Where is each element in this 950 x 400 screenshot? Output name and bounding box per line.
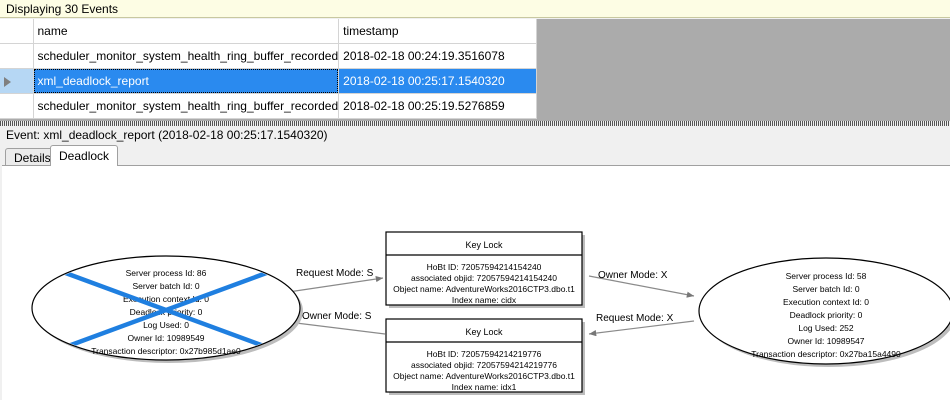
keylock-top-title: Key Lock bbox=[465, 240, 503, 250]
process-victim-line-2: Execution context Id: 0 bbox=[123, 294, 209, 304]
process-victim-line-1: Server batch Id: 0 bbox=[132, 281, 199, 291]
process-survivor-line-3: Deadlock priority: 0 bbox=[790, 310, 863, 320]
event-detail-label: Event: xml_deadlock_report (2018-02-18 0… bbox=[6, 128, 328, 142]
edge-owner-x-label: Owner Mode: X bbox=[598, 270, 668, 281]
events-table: name timestamp scheduler_monitor_system_… bbox=[0, 19, 538, 119]
header-timestamp[interactable]: timestamp bbox=[338, 19, 538, 44]
keylock-top-line-2: Object name: AdventureWorks2016CTP3.dbo.… bbox=[393, 284, 575, 294]
process-survivor-line-0: Server process Id: 58 bbox=[786, 271, 867, 281]
process-survivor-line-1: Server batch Id: 0 bbox=[792, 284, 859, 294]
keylock-bottom-title: Key Lock bbox=[465, 327, 503, 337]
keylock-top-node[interactable]: Key Lock HoBt ID: 72057594214154240 asso… bbox=[385, 231, 585, 308]
edge-request-x: Request Mode: X bbox=[588, 313, 695, 337]
process-survivor-line-2: Execution context Id: 0 bbox=[783, 297, 869, 307]
process-survivor-line-5: Owner Id: 10989547 bbox=[787, 336, 864, 346]
keylock-bottom-node[interactable]: Key Lock HoBt ID: 72057594214219776 asso… bbox=[385, 318, 585, 395]
row-arrow-icon bbox=[4, 76, 11, 87]
table-header-row: name timestamp bbox=[0, 19, 538, 44]
events-grid[interactable]: name timestamp scheduler_monitor_system_… bbox=[0, 19, 950, 121]
header-selector-cell bbox=[0, 19, 34, 44]
row-selector[interactable] bbox=[0, 43, 34, 69]
events-count-label: Displaying 30 Events bbox=[6, 2, 119, 16]
cell-name[interactable]: scheduler_monitor_system_health_ring_buf… bbox=[33, 43, 340, 69]
edge-request-x-label: Request Mode: X bbox=[596, 313, 674, 324]
process-survivor-line-4: Log Used: 252 bbox=[798, 323, 854, 333]
keylock-bottom-line-0: HoBt ID: 72057594214219776 bbox=[427, 349, 542, 359]
horizontal-splitter[interactable] bbox=[0, 121, 950, 126]
keylock-top-line-3: Index name: cidx bbox=[452, 295, 517, 305]
cell-timestamp[interactable]: 2018-02-18 00:25:17.1540320 bbox=[338, 68, 538, 94]
keylock-bottom-line-3: Index name: idx1 bbox=[452, 382, 517, 392]
table-row[interactable]: scheduler_monitor_system_health_ring_buf… bbox=[0, 93, 538, 119]
table-row[interactable]: scheduler_monitor_system_health_ring_buf… bbox=[0, 43, 538, 69]
header-name[interactable]: name bbox=[33, 19, 340, 44]
table-row[interactable]: xml_deadlock_report 2018-02-18 00:25:17.… bbox=[0, 68, 538, 94]
process-victim-line-5: Owner Id: 10989549 bbox=[127, 333, 204, 343]
victim-cross-icon bbox=[51, 265, 281, 355]
cell-timestamp[interactable]: 2018-02-18 00:24:19.3516078 bbox=[338, 43, 538, 69]
row-selector[interactable] bbox=[0, 93, 34, 119]
cell-timestamp[interactable]: 2018-02-18 00:25:19.5276859 bbox=[338, 93, 538, 119]
row-selector[interactable] bbox=[0, 68, 34, 94]
process-victim-node[interactable]: Server process Id: 86 Server batch Id: 0… bbox=[31, 255, 303, 363]
tab-details[interactable]: Details bbox=[5, 148, 60, 166]
process-victim-line-4: Log Used: 0 bbox=[143, 320, 189, 330]
event-detail-header: Event: xml_deadlock_report (2018-02-18 0… bbox=[0, 126, 950, 144]
deadlock-graph-svg: Request Mode: S Owner Mode: S Owner Mode… bbox=[31, 231, 950, 395]
edge-request-s-label: Request Mode: S bbox=[296, 268, 374, 279]
keylock-bottom-line-1: associated objid: 72057594214219776 bbox=[411, 360, 557, 370]
deadlock-graph-canvas[interactable]: Request Mode: S Owner Mode: S Owner Mode… bbox=[0, 165, 950, 400]
tab-deadlock[interactable]: Deadlock bbox=[50, 145, 119, 166]
canvas-left-margin bbox=[0, 165, 2, 400]
keylock-bottom-line-2: Object name: AdventureWorks2016CTP3.dbo.… bbox=[393, 371, 575, 381]
cell-name[interactable]: xml_deadlock_report bbox=[33, 68, 340, 94]
process-survivor-line-6: Transaction descriptor: 0x27ba15a4490 bbox=[751, 349, 901, 359]
edge-owner-x: Owner Mode: X bbox=[588, 270, 695, 298]
cell-name[interactable]: scheduler_monitor_system_health_ring_buf… bbox=[33, 93, 340, 119]
edge-owner-s-label: Owner Mode: S bbox=[302, 311, 372, 322]
process-victim-line-6: Transaction descriptor: 0x27b985d1ae0 bbox=[91, 346, 241, 356]
events-count-banner: Displaying 30 Events bbox=[0, 0, 950, 18]
detail-tabstrip: Details Deadlock bbox=[0, 144, 950, 166]
process-victim-line-0: Server process Id: 86 bbox=[126, 268, 207, 278]
cell-name-text: xml_deadlock_report bbox=[37, 74, 149, 88]
keylock-top-line-0: HoBt ID: 72057594214154240 bbox=[427, 262, 542, 272]
keylock-top-line-1: associated objid: 72057594214154240 bbox=[411, 273, 557, 283]
process-survivor-node[interactable]: Server process Id: 58 Server batch Id: 0… bbox=[698, 257, 950, 367]
